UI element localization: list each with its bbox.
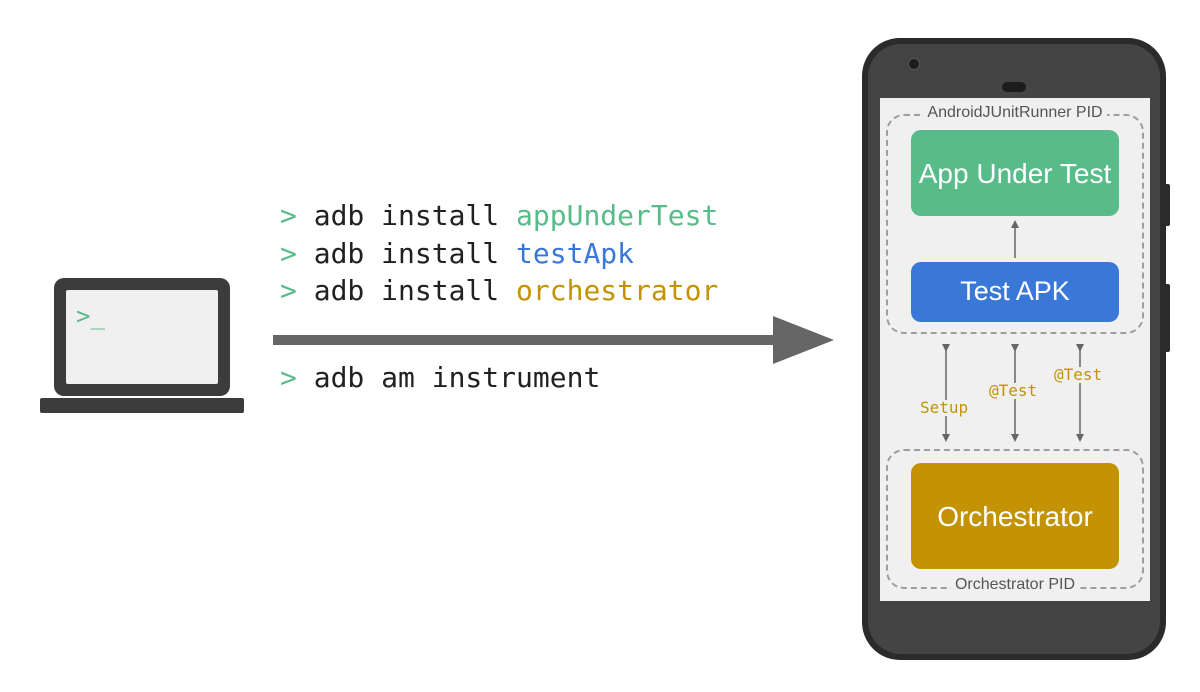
deploy-arrow-shaft (273, 335, 775, 345)
command-text: adb install (313, 274, 517, 307)
orchestrator-pid-label-wrap: Orchestrator PID (886, 576, 1144, 594)
test-apk-block: Test APK (911, 262, 1119, 322)
deploy-arrow-head (773, 316, 834, 364)
phone-speaker (1002, 82, 1026, 92)
phone-camera (908, 58, 920, 70)
orchestrator-block: Orchestrator (911, 463, 1119, 569)
command-install-app-under-test: > adb install appUnderTest (280, 202, 718, 230)
command-argument: testApk (516, 237, 635, 270)
command-text: adb install (313, 237, 517, 270)
command-text: adb install (313, 199, 517, 232)
orchestrator-pid-label: Orchestrator PID (950, 576, 1080, 594)
terminal-prompt: >_ (76, 302, 105, 330)
test-label-2: @Test (1053, 365, 1104, 384)
command-argument: orchestrator (516, 274, 719, 307)
phone-volume-button (1164, 284, 1170, 352)
command-instrument: > adb am instrument (280, 364, 600, 392)
command-prompt-symbol: > (280, 361, 297, 394)
command-install-test-apk: > adb install testApk (280, 240, 634, 268)
setup-label: Setup (919, 398, 970, 417)
test-label-1: @Test (988, 381, 1039, 400)
command-install-orchestrator: > adb install orchestrator (280, 277, 718, 305)
runner-pid-label-wrap: AndroidJUnitRunner PID (886, 104, 1144, 122)
command-argument: appUnderTest (516, 199, 719, 232)
phone-power-button (1164, 184, 1170, 226)
runner-pid-label: AndroidJUnitRunner PID (923, 104, 1107, 122)
laptop-base (40, 398, 244, 413)
command-prompt-symbol: > (280, 237, 297, 270)
command-prompt-symbol: > (280, 199, 297, 232)
command-text: adb am instrument (313, 361, 601, 394)
app-under-test-block: App Under Test (911, 130, 1119, 216)
laptop-display (66, 290, 218, 384)
command-prompt-symbol: > (280, 274, 297, 307)
